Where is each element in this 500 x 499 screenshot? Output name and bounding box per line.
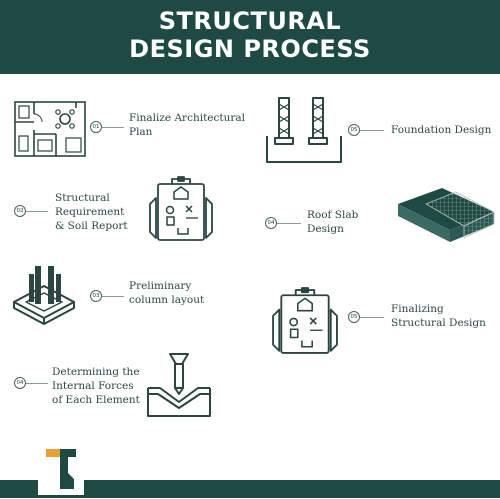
- load-force-icon: [147, 353, 211, 417]
- floor-plan-icon: [14, 101, 86, 157]
- step-number: 03: [90, 290, 102, 302]
- connector-line: [360, 317, 384, 318]
- step-number: 05: [348, 124, 360, 136]
- step-number: 04: [265, 217, 277, 229]
- step-number: 05: [348, 311, 360, 323]
- connector-line: [26, 383, 48, 384]
- step-number: 01: [90, 121, 102, 133]
- connector-line: [102, 296, 124, 297]
- roof-slab-icon: [398, 188, 495, 242]
- connector-line: [360, 130, 384, 131]
- header-banner: STRUCTURAL DESIGN PROCESS: [0, 0, 500, 74]
- step-number: 02: [14, 205, 26, 217]
- clipboard-icon: [272, 287, 338, 354]
- clipboard-icon: [149, 176, 213, 241]
- title-line-1: STRUCTURAL: [158, 7, 342, 35]
- footer-bar: [0, 480, 500, 498]
- page-title: STRUCTURAL DESIGN PROCESS: [0, 7, 500, 63]
- connector-line: [102, 127, 124, 128]
- foundation-icon: [266, 97, 342, 163]
- logo-badge: [38, 437, 84, 495]
- column-layout-icon: [13, 266, 75, 325]
- title-line-2: DESIGN PROCESS: [129, 35, 371, 63]
- brand-logo-icon: [46, 449, 76, 489]
- step-label: Foundation Design: [391, 124, 492, 136]
- step-number: 04: [14, 377, 26, 389]
- connector-line: [26, 211, 48, 212]
- connector-line: [277, 223, 301, 224]
